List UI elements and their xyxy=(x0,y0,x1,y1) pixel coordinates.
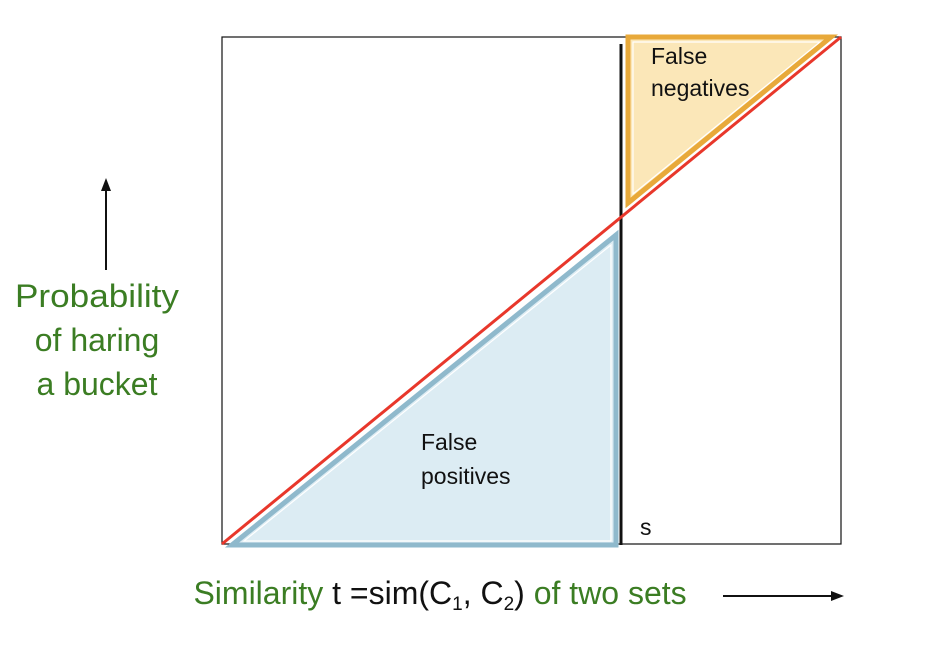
false-negatives-label-line1: False xyxy=(651,43,707,69)
x-axis-label-sub1: 1 xyxy=(452,594,463,615)
y-axis-label-line1: Probability xyxy=(15,278,179,314)
x-axis-label-t: t xyxy=(332,575,341,611)
false-positives-label-line2: positives xyxy=(421,463,510,489)
diagonal-line xyxy=(221,35,842,546)
false-positives-region-inner-edge xyxy=(242,243,612,542)
y-axis-label-line3: a bucket xyxy=(37,366,158,402)
false-negatives-label-line2: negatives xyxy=(651,75,749,101)
false-negatives-region-inner-edge xyxy=(632,41,822,196)
x-axis-label-middle: =sim(C xyxy=(341,575,452,611)
x-axis-label-prefix: Similarity xyxy=(193,575,332,611)
x-axis-label-suffix: of two sets xyxy=(525,575,687,611)
false-positives-label-line1: False xyxy=(421,429,477,455)
x-axis-arrow xyxy=(723,591,844,601)
false-positives-region xyxy=(224,229,619,548)
y-axis-arrow xyxy=(101,178,111,270)
x-axis-label-comma: , C xyxy=(463,575,504,611)
y-axis-label-line2: of haring xyxy=(35,322,160,358)
x-axis-label-sub2: 2 xyxy=(504,594,515,615)
x-axis-label-paren: ) xyxy=(514,575,525,611)
x-axis-label: Similarity t =sim(C1, C2) of two sets xyxy=(149,575,713,615)
false-negatives-region xyxy=(625,34,839,209)
threshold-label: s xyxy=(640,514,652,540)
